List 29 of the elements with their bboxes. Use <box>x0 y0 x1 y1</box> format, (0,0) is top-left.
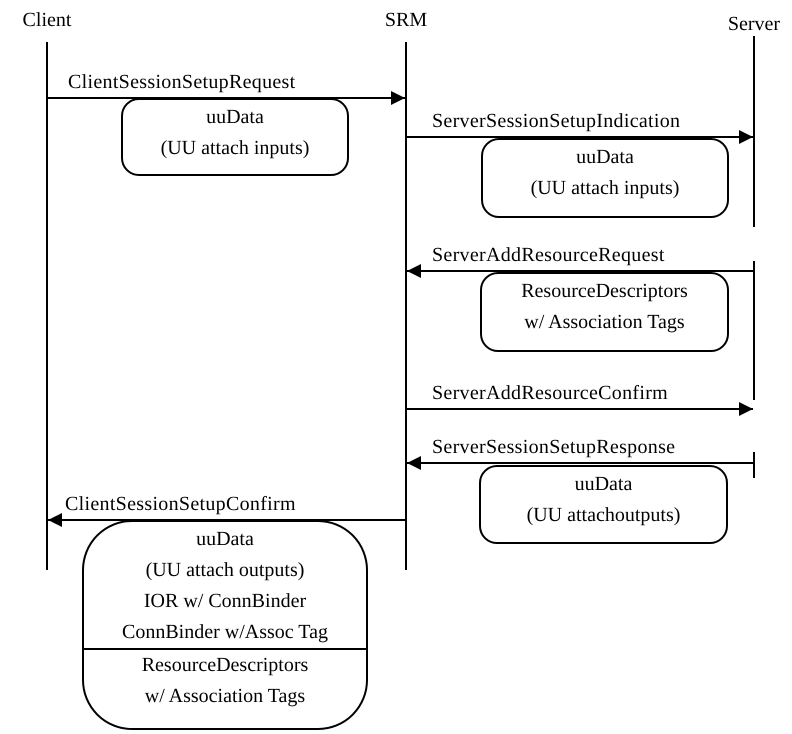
message-arrow <box>48 513 405 527</box>
note-text: (UU attach outputs) <box>144 558 306 583</box>
note-box <box>121 98 349 176</box>
note-box <box>82 520 368 730</box>
message-arrow <box>407 264 753 278</box>
note-text: uuData <box>205 105 265 130</box>
edge-label: ClientSessionSetupRequest <box>68 71 296 93</box>
edge-label: ServerSessionSetupIndication <box>432 110 680 132</box>
note-text: uuData <box>195 527 255 552</box>
message-arrow <box>407 456 753 470</box>
message-arrow <box>407 130 753 144</box>
edge-label: ServerAddResourceConfirm <box>432 382 668 404</box>
message-arrow <box>48 91 405 105</box>
note-box <box>480 272 729 352</box>
edge-label: ServerSessionSetupResponse <box>432 436 676 458</box>
message-arrow <box>407 402 753 416</box>
note-text: (UU attach inputs) <box>160 136 310 161</box>
note-box <box>481 138 729 218</box>
note-text: ConnBinder w/Assoc Tag <box>121 620 329 645</box>
note-text: uuData <box>575 145 635 170</box>
note-text: ResourceDescriptors w/ Association Tags <box>84 648 366 712</box>
note-text: (UU attachoutputs) <box>526 503 682 528</box>
note-text: (UU attach inputs) <box>530 176 680 201</box>
note-text: IOR w/ ConnBinder <box>142 589 308 614</box>
edge-label: ServerAddResourceRequest <box>432 244 665 266</box>
note-text: ResourceDescriptors w/ Association Tags <box>520 279 689 335</box>
edge-label: ClientSessionSetupConfirm <box>65 493 296 515</box>
note-text: uuData <box>574 472 634 497</box>
note-box <box>479 465 728 544</box>
